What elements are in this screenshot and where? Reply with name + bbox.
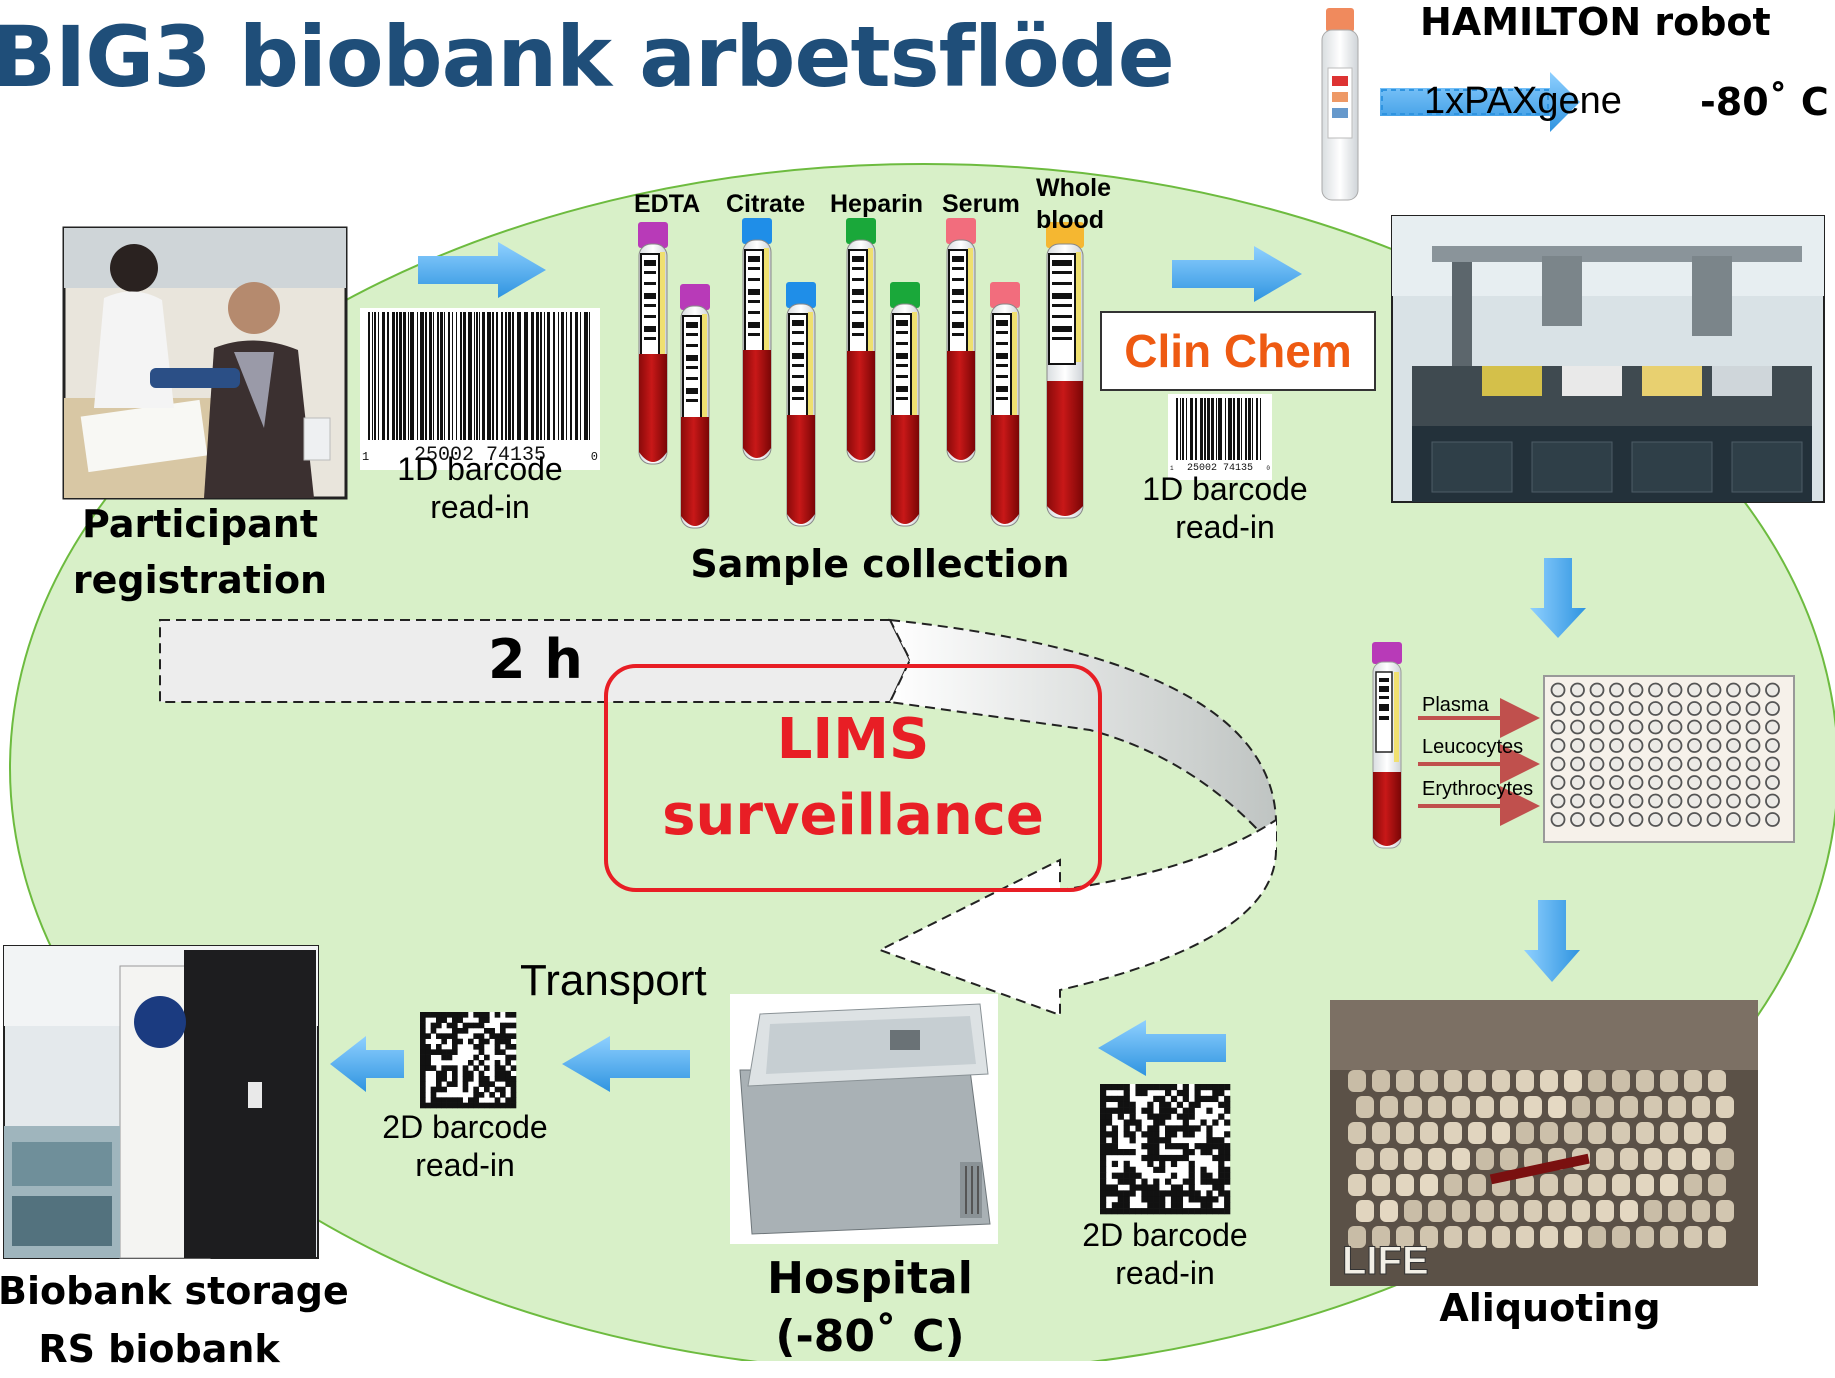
arrow-pax [1380, 72, 1580, 132]
arrow-fraction-to-aliquot [1524, 900, 1580, 982]
aliquoting-label: Aliquoting [1439, 1286, 1661, 1330]
paxgene-tube [1321, 8, 1359, 201]
sample-tube-7 [990, 282, 1020, 527]
barcode-trail: 0 [1266, 465, 1270, 472]
transport-label: Transport [520, 956, 707, 1005]
fraction-plasma: Plasma [1422, 694, 1489, 716]
hamilton-robot-photo [1391, 215, 1825, 503]
aliquot-rack [1543, 675, 1795, 843]
freezer-photo [730, 994, 998, 1244]
page-title: BIG3 biobank arbetsflöde [0, 8, 1175, 106]
arrow-robot-to-fraction [1530, 558, 1586, 638]
sample-tubes [638, 218, 1084, 529]
fraction-erythrocytes: Erythrocytes [1422, 778, 1534, 800]
registration-photo [62, 226, 348, 500]
tube-label-whole-blood: Whole blood [1036, 174, 1111, 234]
sample-tube-4 [846, 218, 876, 463]
barcode-2d-large [1100, 1084, 1231, 1215]
sample-tube-3 [786, 282, 816, 527]
paxgene-label: 1xPAXgene [1424, 80, 1622, 122]
barcode-1d-large: 25002 74135 1 0 [360, 308, 600, 470]
aliquot-brand: LIFE [1342, 1239, 1429, 1283]
barcode-1d-caption-left: 1D barcode read-in [397, 451, 563, 525]
fraction-arrows [1418, 698, 1540, 826]
arrow-aliquot-to-hospital [1098, 1020, 1226, 1076]
sample-tube-5 [890, 282, 920, 527]
arrow-hospital-to-biobank [562, 1036, 690, 1092]
sample-collection-label: Sample collection [690, 542, 1070, 586]
barcode-2d-caption-right: 2D barcode read-in [1082, 1217, 1248, 1291]
timer-label: 2 h [488, 628, 583, 691]
barcode-2d-caption-left: 2D barcode read-in [382, 1109, 548, 1183]
lims-surveillance-box: LIMS surveillance [604, 664, 1102, 892]
barcode-trail: 0 [591, 450, 598, 464]
sample-tube-8 [1046, 222, 1084, 519]
biobank-storage-photo [3, 945, 319, 1259]
barcode-digits: 25002 74135 [414, 444, 546, 467]
barcode-lead: 1 [362, 450, 369, 464]
tube-label-citrate: Citrate [726, 190, 806, 218]
hospital-label: Hospital (-80˚ C) [767, 1253, 973, 1362]
sample-tube-2 [742, 218, 772, 461]
clin-chem-box: Clin Chem [1100, 311, 1376, 391]
paxgene-temp: -80˚ C [1700, 80, 1829, 124]
timer-arrow [159, 618, 1277, 1017]
registration-label: Participant registration [72, 502, 328, 602]
arrow-reg-to-sample [418, 242, 546, 298]
fraction-tube [1372, 642, 1402, 849]
sample-tube-0 [638, 222, 668, 465]
arrow-sample-to-robot [1172, 246, 1302, 302]
barcode-1d-small: 25002 74135 1 0 [1168, 394, 1272, 480]
tube-label-serum: Serum [942, 190, 1020, 218]
tube-label-heparin: Heparin [830, 190, 924, 218]
barcode-lead: 1 [1170, 465, 1174, 472]
tube-label-edta: EDTA [634, 190, 701, 218]
arrow-to-storage [330, 1036, 404, 1092]
hamilton-label: HAMILTON robot [1420, 0, 1771, 44]
sample-tube-1 [680, 284, 710, 529]
barcode-digits: 25002 74135 [1187, 463, 1253, 474]
fraction-leucocytes: Leucocytes [1422, 736, 1524, 758]
barcode-1d-caption-right: 1D barcode read-in [1142, 471, 1308, 545]
aliquoting-photo: LIFE [1330, 1000, 1758, 1286]
sample-tube-6 [946, 218, 976, 463]
barcode-2d-small [420, 1012, 517, 1109]
